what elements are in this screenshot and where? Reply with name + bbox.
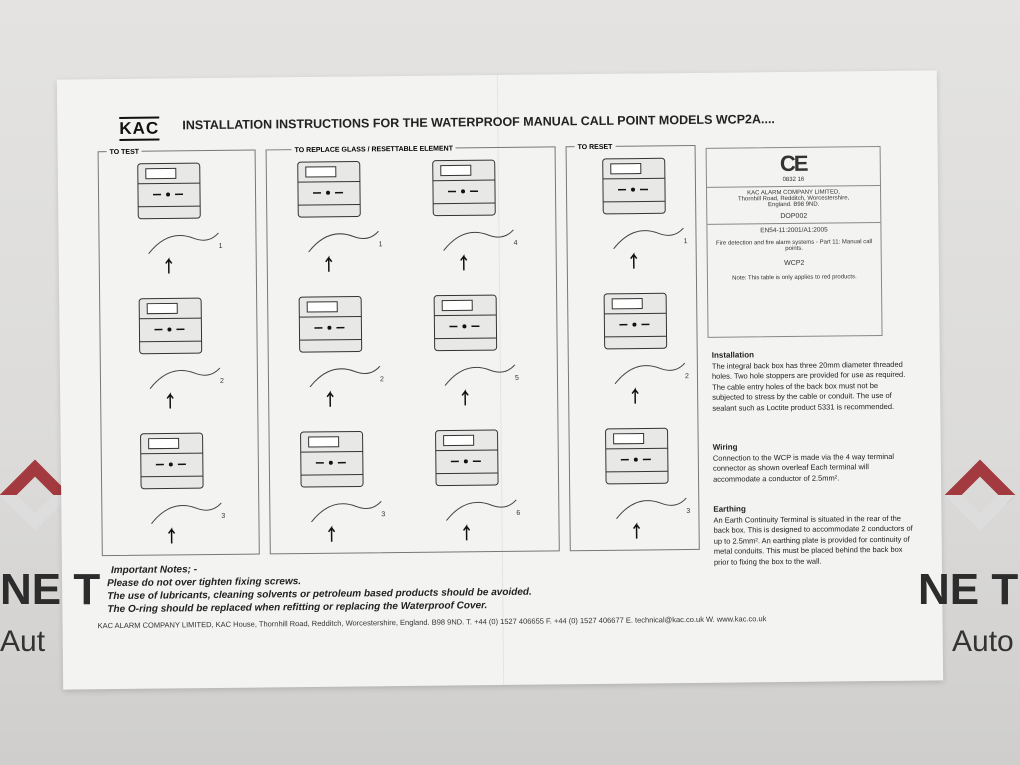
background-sign-word: Auto bbox=[952, 625, 1014, 658]
page-title: INSTALLATION INSTRUCTIONS FOR THE WATERP… bbox=[182, 112, 775, 133]
background-sign-text: NE T bbox=[0, 565, 101, 614]
call-point-illustration bbox=[435, 429, 517, 541]
call-point-illustration bbox=[140, 432, 222, 544]
panel-label: TO RESET bbox=[574, 143, 616, 152]
body: An Earth Continuity Terminal is situated… bbox=[713, 513, 913, 567]
note: Note: This table is only applies to red … bbox=[732, 274, 857, 282]
call-point-illustration bbox=[602, 157, 684, 269]
ce-mark: CE bbox=[779, 150, 807, 177]
step-number: 2 bbox=[379, 376, 384, 384]
call-point-illustration bbox=[605, 427, 687, 539]
call-point-illustration bbox=[433, 294, 516, 406]
address: England. B98 9ND. bbox=[767, 201, 820, 209]
call-point-illustration bbox=[297, 160, 379, 272]
step-number: 1 bbox=[683, 238, 688, 246]
step-number: 2 bbox=[684, 373, 689, 381]
model: WCP2 bbox=[784, 259, 805, 268]
panel-label: TO TEST bbox=[106, 148, 143, 157]
call-point-illustration bbox=[603, 292, 686, 404]
step-number: 1 bbox=[378, 241, 383, 249]
call-point-illustration bbox=[300, 430, 382, 542]
important-notes: Important Notes; - Please do not over ti… bbox=[107, 560, 532, 616]
ce-numbers: 0832 16 bbox=[782, 176, 805, 184]
step-number: 1 bbox=[218, 242, 223, 250]
dop-number: DOP002 bbox=[780, 212, 808, 221]
step-number: 4 bbox=[513, 239, 518, 247]
step-number: 3 bbox=[686, 508, 691, 516]
call-point-illustration bbox=[432, 159, 514, 271]
instruction-sheet: KAC INSTALLATION INSTRUCTIONS FOR THE WA… bbox=[56, 70, 944, 690]
step-number: 2 bbox=[219, 377, 224, 385]
step-number: 3 bbox=[381, 511, 386, 519]
standard: EN54-11:2001/A1:2005 bbox=[760, 226, 828, 235]
logo-diamond-left bbox=[0, 459, 71, 531]
footer-contact: KAC ALARM COMPANY LIMITED, KAC House, Th… bbox=[97, 614, 767, 631]
step-number: 6 bbox=[516, 509, 521, 517]
panel-label: TO REPLACE GLASS / RESETTABLE ELEMENT bbox=[291, 145, 457, 155]
background-sign-text: NE T bbox=[918, 565, 1019, 614]
call-point-illustration bbox=[137, 162, 219, 274]
call-point-illustration bbox=[138, 297, 221, 409]
step-number: 5 bbox=[514, 374, 519, 382]
call-point-illustration bbox=[298, 295, 381, 407]
kac-logo: KAC bbox=[119, 116, 160, 141]
logo-diamond-right bbox=[944, 459, 1016, 531]
body: Connection to the WCP is made via the 4 … bbox=[712, 451, 895, 484]
background-sign-word: Aut bbox=[0, 625, 46, 658]
step-number: 3 bbox=[221, 512, 226, 520]
description: Fire detection and fire alarm systems - … bbox=[715, 239, 873, 253]
body: The integral back box has three 20mm dia… bbox=[711, 359, 906, 413]
